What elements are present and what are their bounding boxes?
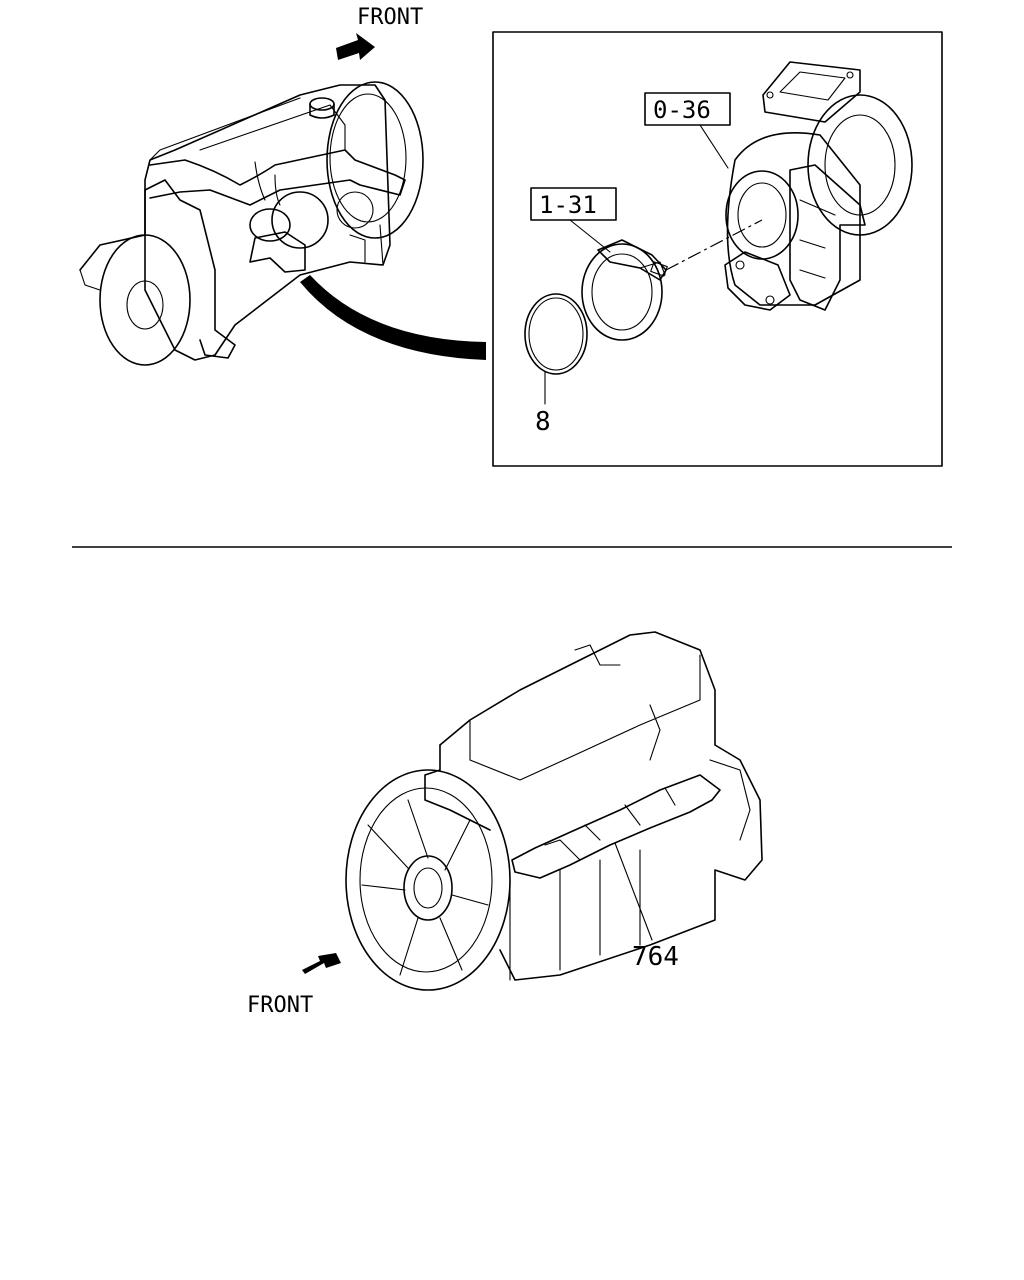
- callout-cover[interactable]: 764: [614, 842, 679, 972]
- front-label-bottom: FRONT: [247, 993, 313, 1018]
- o-ring-drawing: [524, 293, 588, 375]
- clamp-drawing: [581, 239, 668, 341]
- callout-clamp[interactable]: 1-31: [530, 187, 617, 253]
- arrow-right-icon: [336, 33, 375, 60]
- top-engine-view: FRONT: [79, 5, 943, 467]
- inset-frame: [492, 31, 943, 467]
- turbocharger-drawing: [724, 61, 913, 311]
- callout-clamp-label: 1-31: [539, 191, 597, 219]
- front-label-top: FRONT: [357, 5, 423, 30]
- callout-turbo-label: 0-36: [653, 96, 711, 124]
- callout-turbo[interactable]: 0-36: [644, 92, 731, 169]
- callout-cover-label: 764: [632, 942, 679, 972]
- callout-o-ring-label: 8: [535, 407, 551, 437]
- bottom-engine-view: 764 FRONT: [247, 631, 763, 1018]
- engine-side-drawing: [79, 81, 424, 366]
- inset-leader: [300, 275, 486, 360]
- callout-o-ring[interactable]: 8: [535, 371, 551, 437]
- arrow-left-icon: [302, 953, 341, 974]
- engine-full-drawing: [345, 631, 763, 991]
